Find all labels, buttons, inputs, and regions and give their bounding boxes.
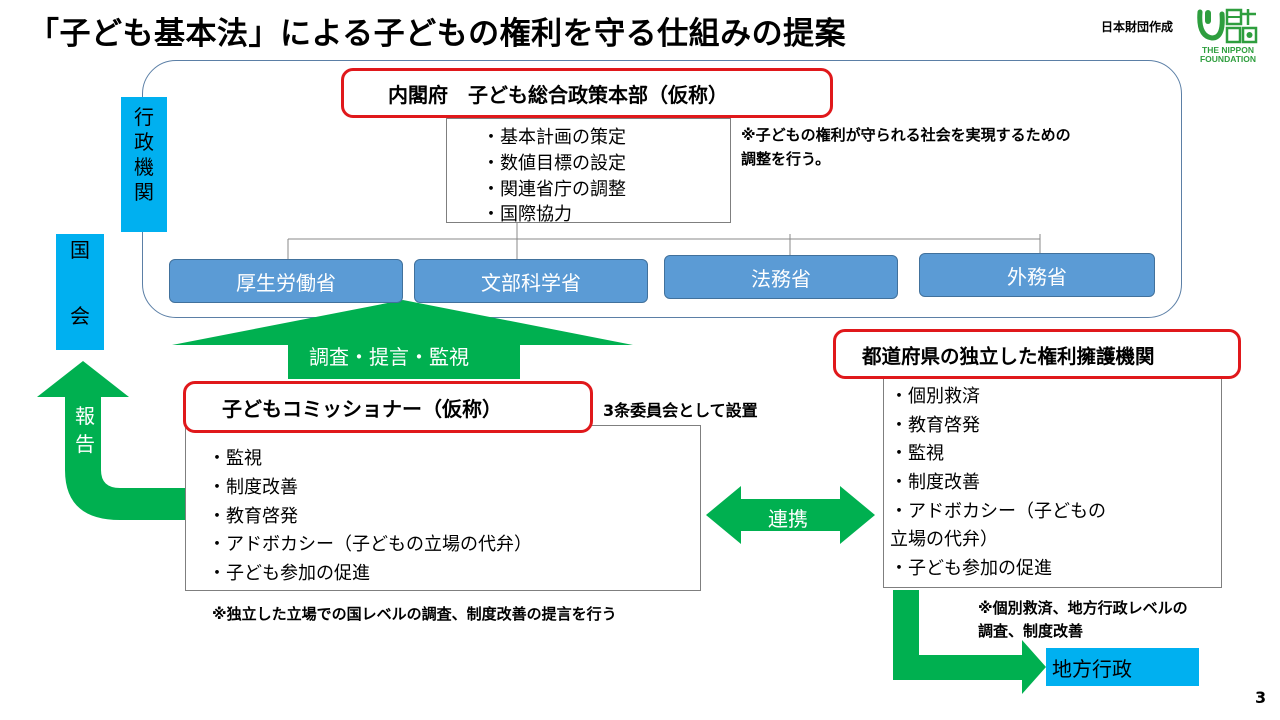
list-item: ・教育啓発 bbox=[890, 415, 980, 436]
diet-label-bottom: 会 bbox=[70, 304, 90, 328]
list-item: ・関連省庁の調整 bbox=[482, 179, 626, 200]
page-title: 「子ども基本法」による子どもの権利を守る仕組みの提案 bbox=[28, 16, 847, 52]
commissioner-side-note: 3条委員会として設置 bbox=[603, 401, 758, 420]
list-item: ・個別救済 bbox=[890, 386, 980, 407]
cooperation-arrow-label: 連携 bbox=[768, 507, 808, 531]
cabinet-note-line1: ※子どもの権利が守られる社会を実現するための bbox=[741, 126, 1071, 144]
survey-arrow-label: 調査・提言・監視 bbox=[309, 345, 469, 369]
cabinet-functions-list: ・基本計画の策定 ・数値目標の設定 ・関連省庁の調整 ・国際協力 bbox=[446, 118, 731, 225]
survey-arrow bbox=[172, 300, 633, 379]
credit-text: 日本財団作成 bbox=[1101, 20, 1174, 34]
list-item: ・監視 bbox=[208, 448, 262, 469]
local-government-box: 地方行政 bbox=[1046, 648, 1199, 686]
cabinet-note-line2: 調整を行う。 bbox=[741, 150, 831, 168]
report-arrow bbox=[37, 361, 185, 520]
list-item: ・国際協力 bbox=[482, 204, 572, 225]
government-label-text: 行政機関 bbox=[134, 105, 154, 204]
ministry-mext: 文部科学省 bbox=[414, 259, 648, 303]
list-item: ・子ども参加の促進 bbox=[890, 558, 1052, 579]
diet-label: 国 会 bbox=[56, 234, 104, 350]
list-item: ・教育啓発 bbox=[208, 506, 298, 527]
government-label: 行政機関 bbox=[121, 97, 167, 232]
list-item: 立場の代弁） bbox=[890, 529, 998, 550]
list-item: ・基本計画の策定 bbox=[482, 127, 626, 148]
commissioner-functions-list: ・監視 ・制度改善 ・教育啓発 ・アドボカシー（子どもの立場の代弁） ・子ども参… bbox=[185, 425, 701, 591]
page-number: 3 bbox=[1255, 688, 1267, 707]
local-arrow bbox=[893, 590, 1046, 694]
cabinet-office-title: 内閣府 子ども総合政策本部（仮称） bbox=[341, 68, 833, 118]
ministry-mhlw: 厚生労働省 bbox=[169, 259, 403, 303]
nippon-foundation-logo: THE NIPPON FOUNDATION bbox=[1196, 6, 1260, 66]
commissioner-footnote: ※独立した立場での国レベルの調査、制度改善の提言を行う bbox=[212, 605, 617, 623]
prefecture-title: 都道府県の独立した権利擁護機関 bbox=[833, 329, 1241, 379]
cooperation-arrow bbox=[706, 486, 875, 544]
list-item: ・アドボカシー（子どもの立場の代弁） bbox=[208, 534, 532, 555]
report-arrow-label: 報告 bbox=[75, 404, 95, 456]
ministry-mofa: 外務省 bbox=[919, 253, 1155, 297]
list-item: ・制度改善 bbox=[208, 477, 298, 498]
prefecture-note-line2: 調査、制度改善 bbox=[978, 622, 1084, 640]
logo-text: THE NIPPON FOUNDATION bbox=[1199, 45, 1257, 64]
list-item: ・監視 bbox=[890, 443, 944, 464]
commissioner-title: 子どもコミッショナー（仮称） bbox=[183, 381, 593, 433]
diet-label-top: 国 bbox=[70, 238, 90, 262]
prefecture-note-line1: ※個別救済、地方行政レベルの bbox=[978, 599, 1188, 617]
list-item: ・制度改善 bbox=[890, 472, 980, 493]
prefecture-functions-list: ・個別救済 ・教育啓発 ・監視 ・制度改善 ・アドボカシー（子どもの 立場の代弁… bbox=[883, 375, 1222, 588]
ministry-moj: 法務省 bbox=[664, 255, 898, 299]
list-item: ・アドボカシー（子どもの bbox=[890, 501, 1106, 522]
list-item: ・数値目標の設定 bbox=[482, 153, 626, 174]
list-item: ・子ども参加の促進 bbox=[208, 563, 370, 584]
